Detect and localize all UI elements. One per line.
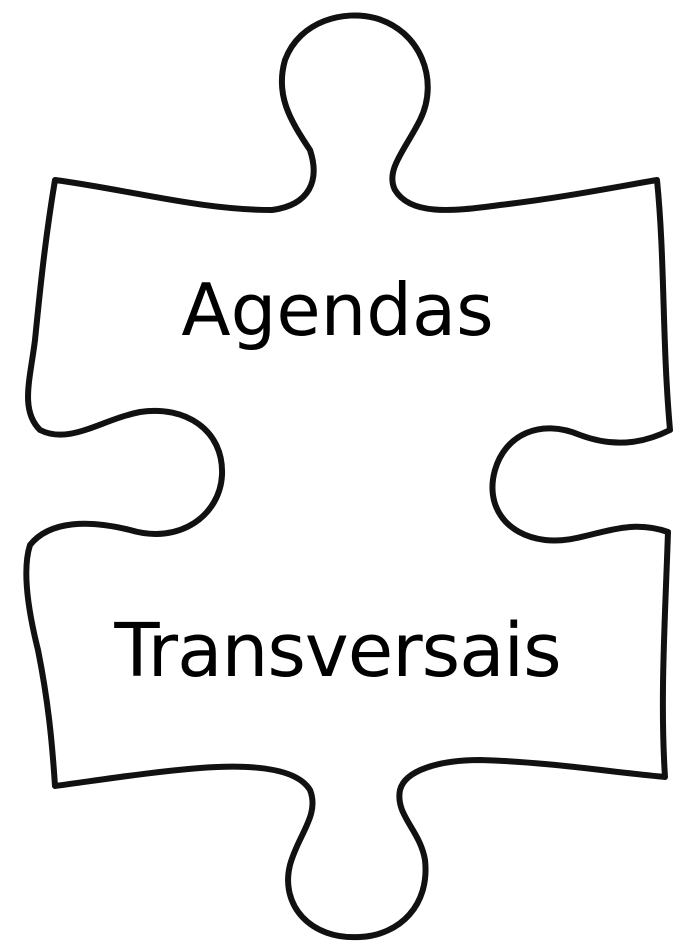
- puzzle-piece-shape: [23, 12, 673, 941]
- bottom-label: Transversais: [114, 608, 561, 694]
- top-label: Agendas: [181, 268, 494, 352]
